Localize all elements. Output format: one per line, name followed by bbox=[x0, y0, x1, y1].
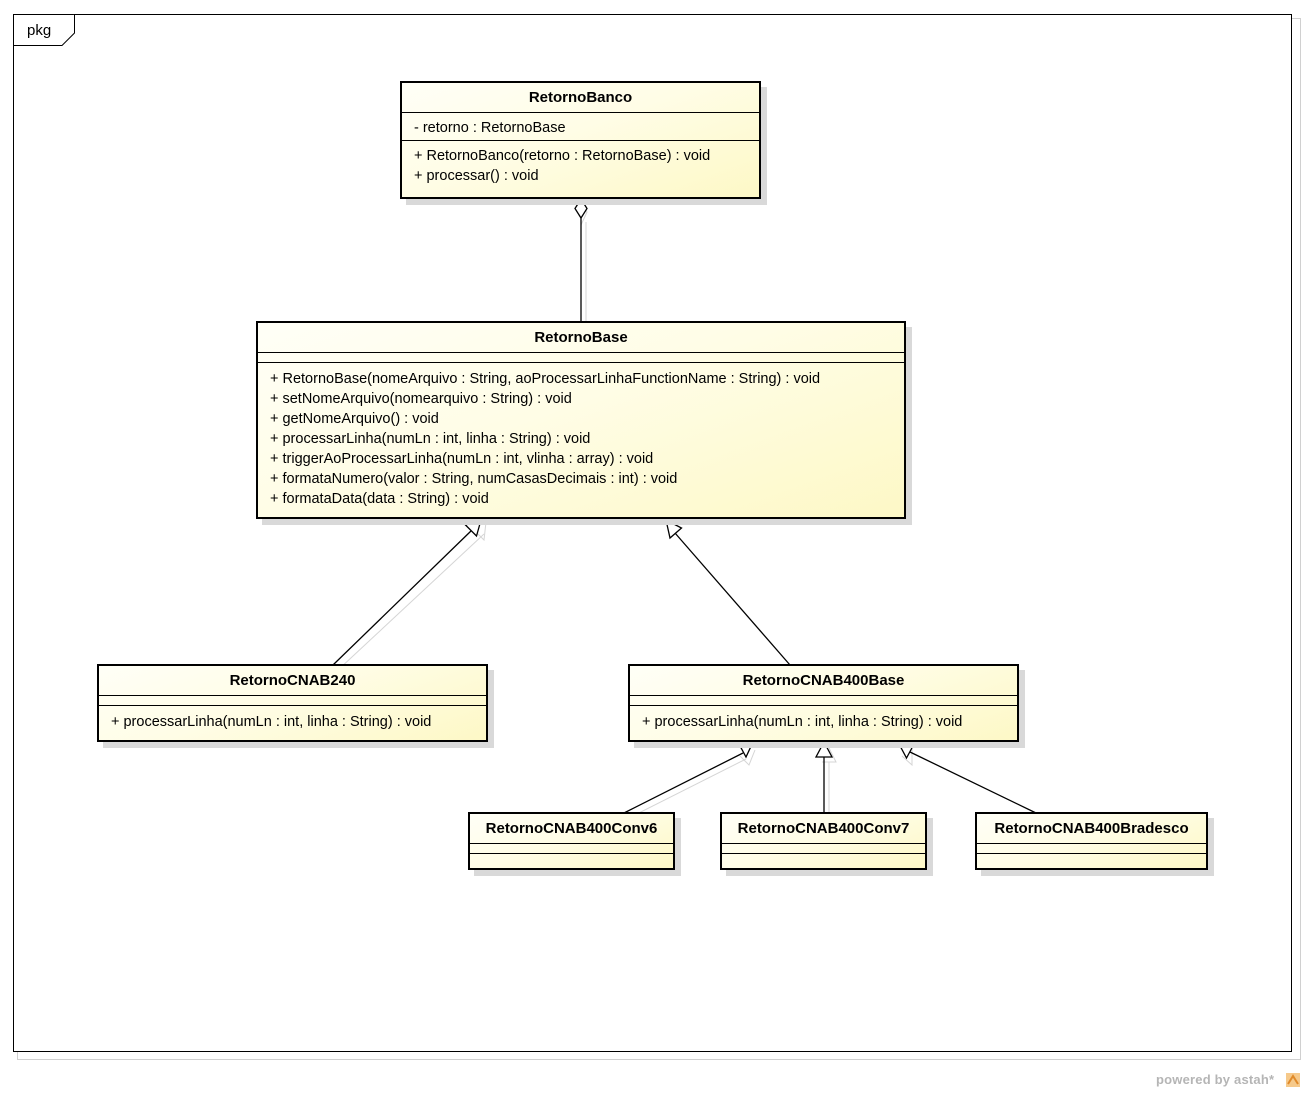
operation: + getNomeArquivo() : void bbox=[270, 411, 439, 427]
operation: + processarLinha(numLn : int, linha : St… bbox=[642, 714, 963, 730]
astah-logo-icon bbox=[1286, 1073, 1300, 1087]
attributes-section bbox=[722, 844, 925, 854]
class-name: RetornoCNAB400Bradesco bbox=[977, 814, 1206, 844]
class-retorno-cnab400-bradesco[interactable]: RetornoCNAB400Bradesco bbox=[975, 812, 1208, 870]
generalization-link-conv6 bbox=[623, 741, 755, 814]
class-name: RetornoBanco bbox=[402, 83, 759, 113]
class-name: RetornoCNAB400Conv7 bbox=[722, 814, 925, 844]
generalization-link-cnab400base bbox=[665, 518, 791, 666]
operation: + formataData(data : String) : void bbox=[270, 491, 489, 507]
package-label: pkg bbox=[27, 22, 52, 39]
attributes-section bbox=[99, 696, 486, 706]
class-retorno-cnab400-base[interactable]: RetornoCNAB400Base + processarLinha(numL… bbox=[628, 664, 1019, 742]
powered-by-label: powered by astah* bbox=[1156, 1072, 1275, 1087]
generalization-link-bradesco bbox=[896, 741, 1037, 814]
operation: + formataNumero(valor : String, numCasas… bbox=[270, 471, 678, 487]
operation: + processarLinha(numLn : int, linha : St… bbox=[270, 431, 591, 447]
attribute: - retorno : RetornoBase bbox=[414, 120, 566, 136]
operation: + RetornoBanco(retorno : RetornoBase) : … bbox=[414, 148, 711, 164]
operations-section: + processarLinha(numLn : int, linha : St… bbox=[630, 706, 1017, 735]
generalization-link-conv7 bbox=[814, 740, 834, 813]
class-name: RetornoCNAB400Base bbox=[630, 666, 1017, 696]
operations-section: + RetornoBase(nomeArquivo : String, aoPr… bbox=[258, 363, 904, 512]
attributes-section bbox=[977, 844, 1206, 854]
operations-section bbox=[722, 854, 925, 864]
operations-section: + RetornoBanco(retorno : RetornoBase) : … bbox=[402, 141, 759, 189]
class-name: RetornoBase bbox=[258, 323, 904, 353]
operation: + processar() : void bbox=[414, 168, 539, 184]
operation: + RetornoBase(nomeArquivo : String, aoPr… bbox=[270, 371, 821, 387]
operation: + processarLinha(numLn : int, linha : St… bbox=[111, 714, 432, 730]
aggregation-link bbox=[574, 197, 588, 322]
attributes-section bbox=[258, 353, 904, 363]
class-retorno-base[interactable]: RetornoBase + RetornoBase(nomeArquivo : … bbox=[256, 321, 906, 519]
operation: + triggerAoProcessarLinha(numLn : int, v… bbox=[270, 451, 654, 467]
generalization-link-cnab240 bbox=[332, 519, 482, 666]
operations-section: + processarLinha(numLn : int, linha : St… bbox=[99, 706, 486, 735]
operation: + setNomeArquivo(nomearquivo : String) :… bbox=[270, 391, 572, 407]
attributes-section: - retorno : RetornoBase bbox=[402, 113, 759, 141]
attributes-section bbox=[630, 696, 1017, 706]
class-retorno-cnab400-conv7[interactable]: RetornoCNAB400Conv7 bbox=[720, 812, 927, 870]
operations-section bbox=[977, 854, 1206, 864]
class-retorno-cnab400-conv6[interactable]: RetornoCNAB400Conv6 bbox=[468, 812, 675, 870]
class-name: RetornoCNAB400Conv6 bbox=[470, 814, 673, 844]
class-retorno-banco[interactable]: RetornoBanco - retorno : RetornoBase + R… bbox=[400, 81, 761, 199]
attributes-section bbox=[470, 844, 673, 854]
operations-section bbox=[470, 854, 673, 864]
class-retorno-cnab240[interactable]: RetornoCNAB240 + processarLinha(numLn : … bbox=[97, 664, 488, 742]
class-name: RetornoCNAB240 bbox=[99, 666, 486, 696]
package-tab bbox=[13, 14, 75, 46]
